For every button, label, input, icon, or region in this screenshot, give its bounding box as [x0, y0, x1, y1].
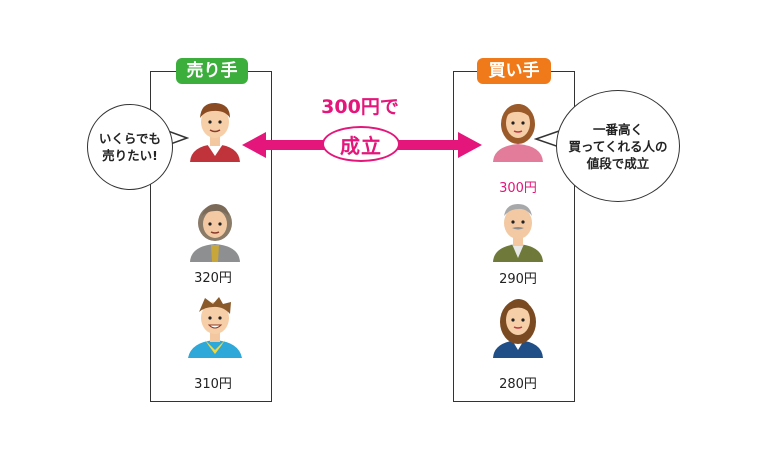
seller-tag: 売り手: [176, 58, 248, 84]
buyer-bubble-line-2: 買ってくれる人の: [568, 138, 668, 154]
buyer-bubble-line-1: 一番高く: [592, 121, 643, 137]
deal-result-label: 成立: [340, 133, 382, 158]
buyer-tag: 買い手: [477, 58, 551, 84]
seller-person-2: [190, 204, 240, 262]
seller-bubble-line-1: いくらでも: [98, 131, 162, 146]
seller-person-3: [188, 297, 242, 358]
buyer-bubble-line-3: 値段で成立: [586, 155, 650, 171]
buyer-person-1: [493, 104, 543, 162]
seller-person-1: [190, 102, 240, 162]
buyer-person-2: [493, 204, 543, 262]
seller-price-1: 320円: [194, 271, 232, 286]
seller-speech-bubble: いくらでも 売りたい!: [87, 104, 173, 190]
deal-result-oval: 成立: [322, 126, 400, 162]
seller-bubble-line-2: 売りたい!: [102, 148, 158, 163]
buyer-speech-bubble: 一番高く 買ってくれる人の 値段で成立: [556, 90, 680, 202]
seller-price-2: 310円: [194, 377, 232, 392]
buyer-price-2: 290円: [499, 272, 537, 287]
buyer-price-3: 280円: [499, 377, 537, 392]
deal-price-label: 300円で: [321, 96, 399, 118]
buyer-person-3: [493, 299, 543, 358]
buyer-price-1: 300円: [499, 181, 537, 196]
